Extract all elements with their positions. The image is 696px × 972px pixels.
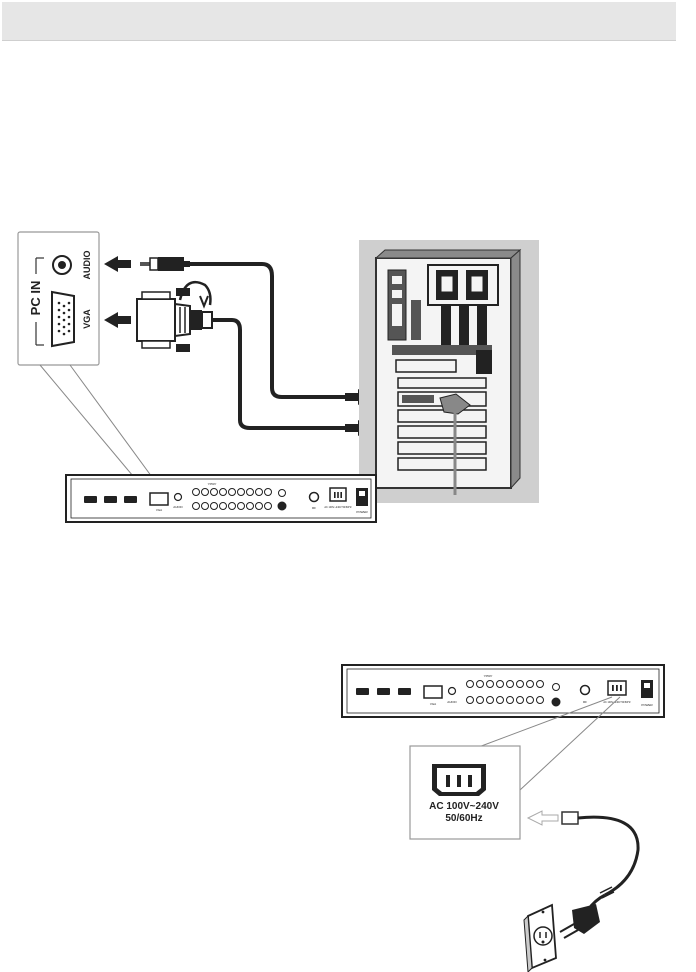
power-switch-icon-2 [641, 680, 653, 698]
panel2-power-label: POWER [641, 703, 653, 707]
audio-plug-icon [140, 257, 190, 271]
panel2-vga-label: VGA [430, 702, 436, 706]
hdmi-port-icon-2 [356, 688, 411, 695]
vga-port-icon [52, 292, 74, 346]
vga-cable [212, 320, 346, 428]
panel-ac-label: AC 100V~240V 50/60Hz [324, 506, 352, 509]
ac-frequency-label: 50/60Hz [445, 813, 482, 824]
panel2-vga-port-icon [424, 686, 442, 698]
wall-outlet-icon [524, 905, 556, 972]
panel-audio-jack-icon [175, 494, 182, 501]
tv-panel-bottom: VGA AUDIO YPbPr RF AC 100V~240V 50/60Hz … [342, 665, 664, 717]
pc-in-label: PC IN [28, 281, 43, 316]
panel-power-label: POWER [356, 510, 368, 514]
arrow-to-vga-icon [104, 312, 131, 328]
ac-inlet-icon [330, 488, 346, 501]
pc-in-callout: PC IN AUDIO VGA [18, 232, 160, 488]
hdmi-port-icon [84, 496, 137, 503]
panel2-rf-label: RF [583, 700, 587, 704]
arrow-to-audio-icon [104, 256, 131, 272]
panel-rf-label: RF [312, 506, 316, 510]
ac-voltage-label: AC 100V~240V [429, 801, 499, 812]
panel-audio-label: AUDIO [173, 505, 183, 509]
panel2-audio-jack-icon [449, 688, 456, 695]
panel2-ac-label: AC 100V~240V 50/60Hz [603, 701, 631, 704]
ac-inlet-icon-2 [608, 681, 626, 695]
power-switch-icon [356, 488, 368, 506]
panel-vga-label: VGA [156, 508, 162, 512]
computer-rear-icon [359, 240, 539, 503]
panel2-audio-label: AUDIO [447, 700, 457, 704]
rf-jack-icon [310, 493, 319, 502]
panel-ypbpr-label: YPbPr [208, 482, 217, 486]
vga-connector-icon [137, 282, 212, 352]
ac-socket-icon [432, 764, 486, 796]
audio-cable [190, 264, 346, 397]
panel2-ypbpr-label: YPbPr [484, 674, 493, 678]
tv-panel-top: VGA AUDIO YPbPr RF AC 100V~240V 50/60Hz … [66, 475, 376, 522]
panel-vga-port-icon [150, 493, 168, 505]
audio-label: AUDIO [82, 251, 92, 280]
vga-label: VGA [82, 309, 92, 329]
rf-jack-icon-2 [581, 686, 590, 695]
audio-jack-icon [53, 256, 71, 274]
ac-callout: AC 100V~240V 50/60Hz [410, 746, 520, 839]
